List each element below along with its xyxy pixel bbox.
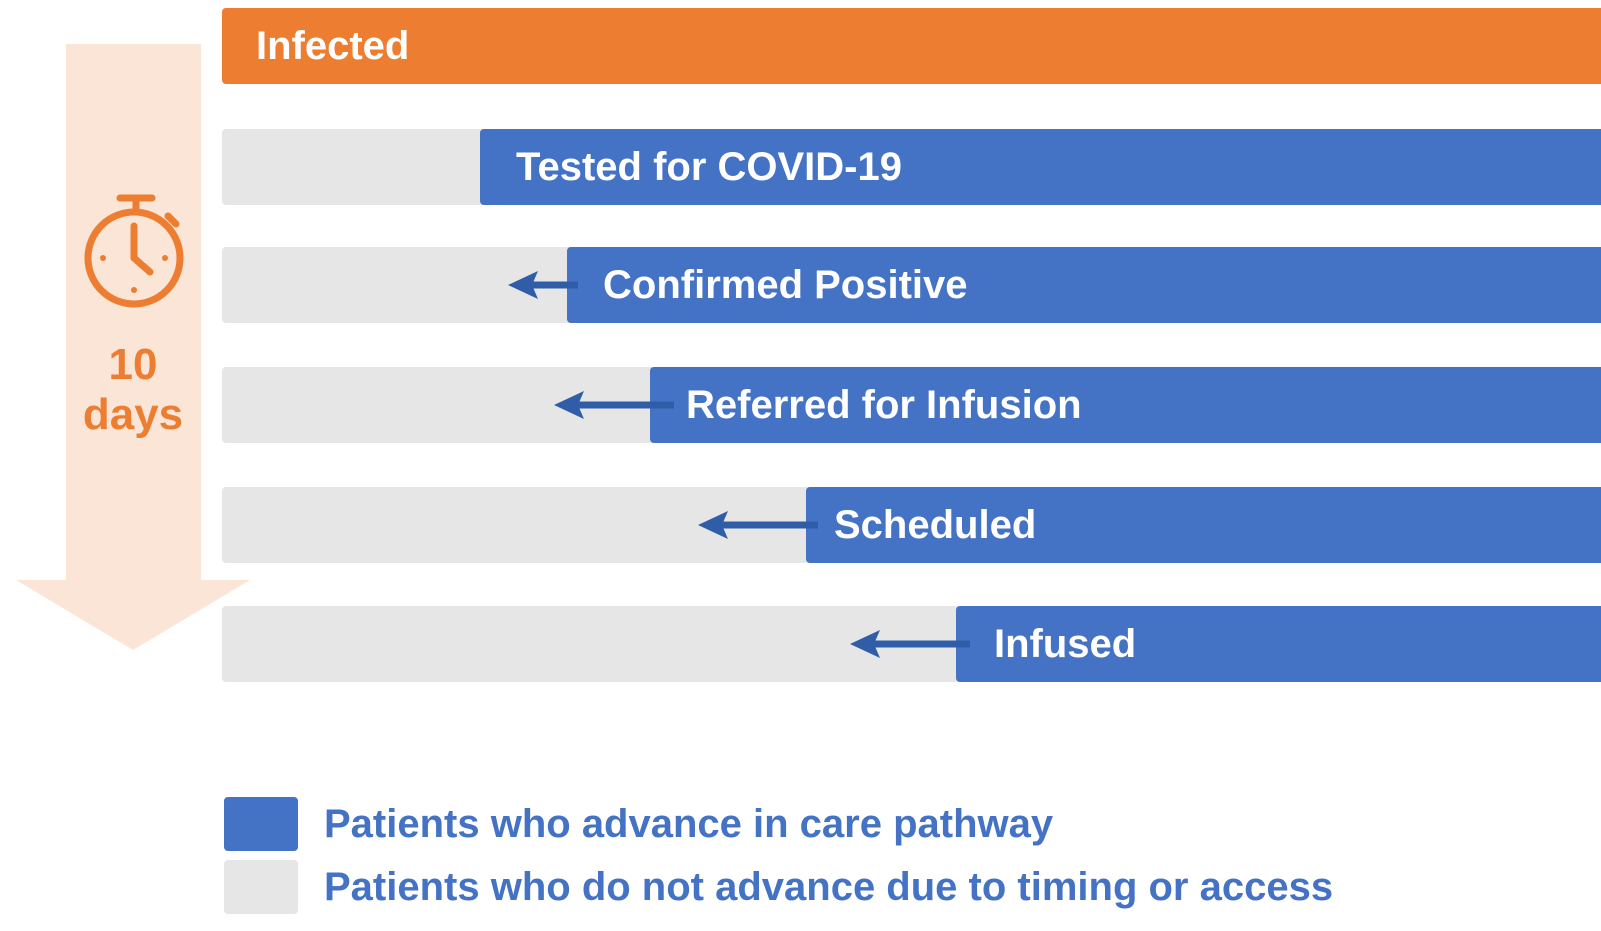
left-arrow-icon <box>698 511 818 539</box>
stage-bar-scheduled: Scheduled <box>806 487 1601 563</box>
legend-label-advance: Patients who advance in care pathway <box>324 802 1054 846</box>
stage-row-infused: Infused <box>222 606 1601 682</box>
stage-label: Infected <box>256 24 410 68</box>
stage-label: Referred for Infusion <box>686 383 1082 427</box>
stage-row-scheduled: Scheduled <box>222 487 1601 563</box>
stage-row-confirmed: Confirmed Positive <box>222 247 1601 323</box>
down-arrow-icon <box>16 44 250 650</box>
stopwatch-icon <box>84 194 184 308</box>
stage-bar-infused: Infused <box>956 606 1601 682</box>
stage-bar-referred: Referred for Infusion <box>650 367 1601 443</box>
legend-swatch-advance <box>224 797 298 851</box>
left-arrow-icon <box>850 630 970 658</box>
timeline-down-arrow <box>16 44 250 650</box>
legend-item-not-advance: Patients who do not advance due to timin… <box>224 860 1524 914</box>
left-arrow-icon <box>554 391 674 419</box>
stage-bar-tested: Tested for COVID-19 <box>480 129 1601 205</box>
legend-swatch-not-advance <box>224 860 298 914</box>
stage-row-infected: Infected <box>222 8 1601 84</box>
duration-label: 10 days <box>58 340 208 440</box>
stage-label: Confirmed Positive <box>603 263 968 307</box>
stage-row-tested: Tested for COVID-19 <box>222 129 1601 205</box>
stage-label: Tested for COVID-19 <box>516 145 902 189</box>
stage-label: Infused <box>994 622 1137 666</box>
legend-item-advance: Patients who advance in care pathway <box>224 797 1524 851</box>
legend-label-not-advance: Patients who do not advance due to timin… <box>324 865 1334 909</box>
stage-row-referred: Referred for Infusion <box>222 367 1601 443</box>
duration-unit: days <box>82 390 184 439</box>
stage-bar-confirmed: Confirmed Positive <box>567 247 1601 323</box>
stage-bar-infected: Infected <box>222 8 1601 84</box>
duration-number: 10 <box>108 340 158 389</box>
stage-label: Scheduled <box>834 503 1037 547</box>
left-arrow-icon <box>508 271 578 299</box>
